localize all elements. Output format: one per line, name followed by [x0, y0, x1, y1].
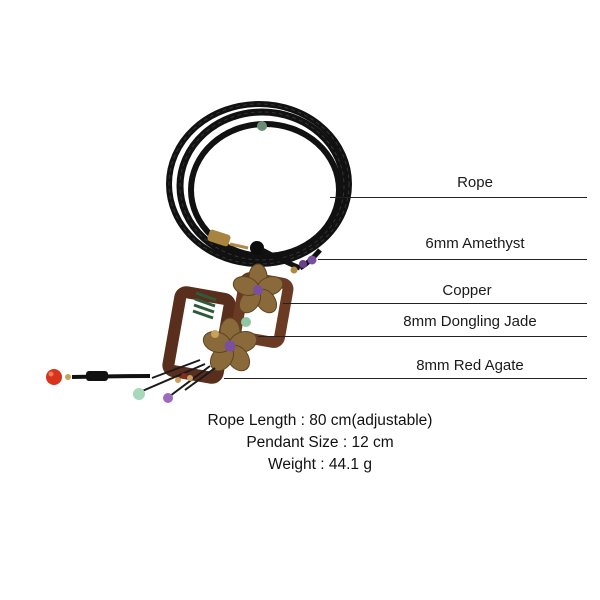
callout-line-amethyst [318, 259, 587, 260]
callout-line-rope [330, 197, 587, 198]
red-agate-bead [46, 369, 62, 385]
spec-weight: Weight : 44.1 g [268, 456, 372, 473]
jade-bead [241, 317, 251, 327]
copper-flower-top [232, 263, 284, 314]
callout-label-copper: Copper [442, 282, 492, 299]
callout-line-agate [224, 378, 587, 379]
callout-line-copper [283, 303, 587, 304]
top-bead [257, 121, 267, 131]
tassels [133, 359, 216, 403]
amethyst-bead [307, 255, 317, 265]
spec-block: Rope Length : 80 cm(adjustable) Pendant … [0, 410, 600, 476]
rope-end [46, 369, 151, 385]
spec-pendant-size: Pendant Size : 12 cm [246, 434, 394, 451]
copper-flower-bottom [202, 317, 258, 372]
callout-label-jade: 8mm Dongling Jade [403, 313, 537, 330]
callout-label-rope: Rope [457, 174, 493, 191]
callout-label-agate: 8mm Red Agate [416, 357, 524, 374]
clasp [207, 229, 264, 255]
jade-drop [133, 388, 145, 400]
callout-line-jade [258, 336, 587, 337]
callout-label-amethyst: 6mm Amethyst [425, 235, 525, 252]
spec-rope-length: Rope Length : 80 cm(adjustable) [207, 412, 433, 429]
